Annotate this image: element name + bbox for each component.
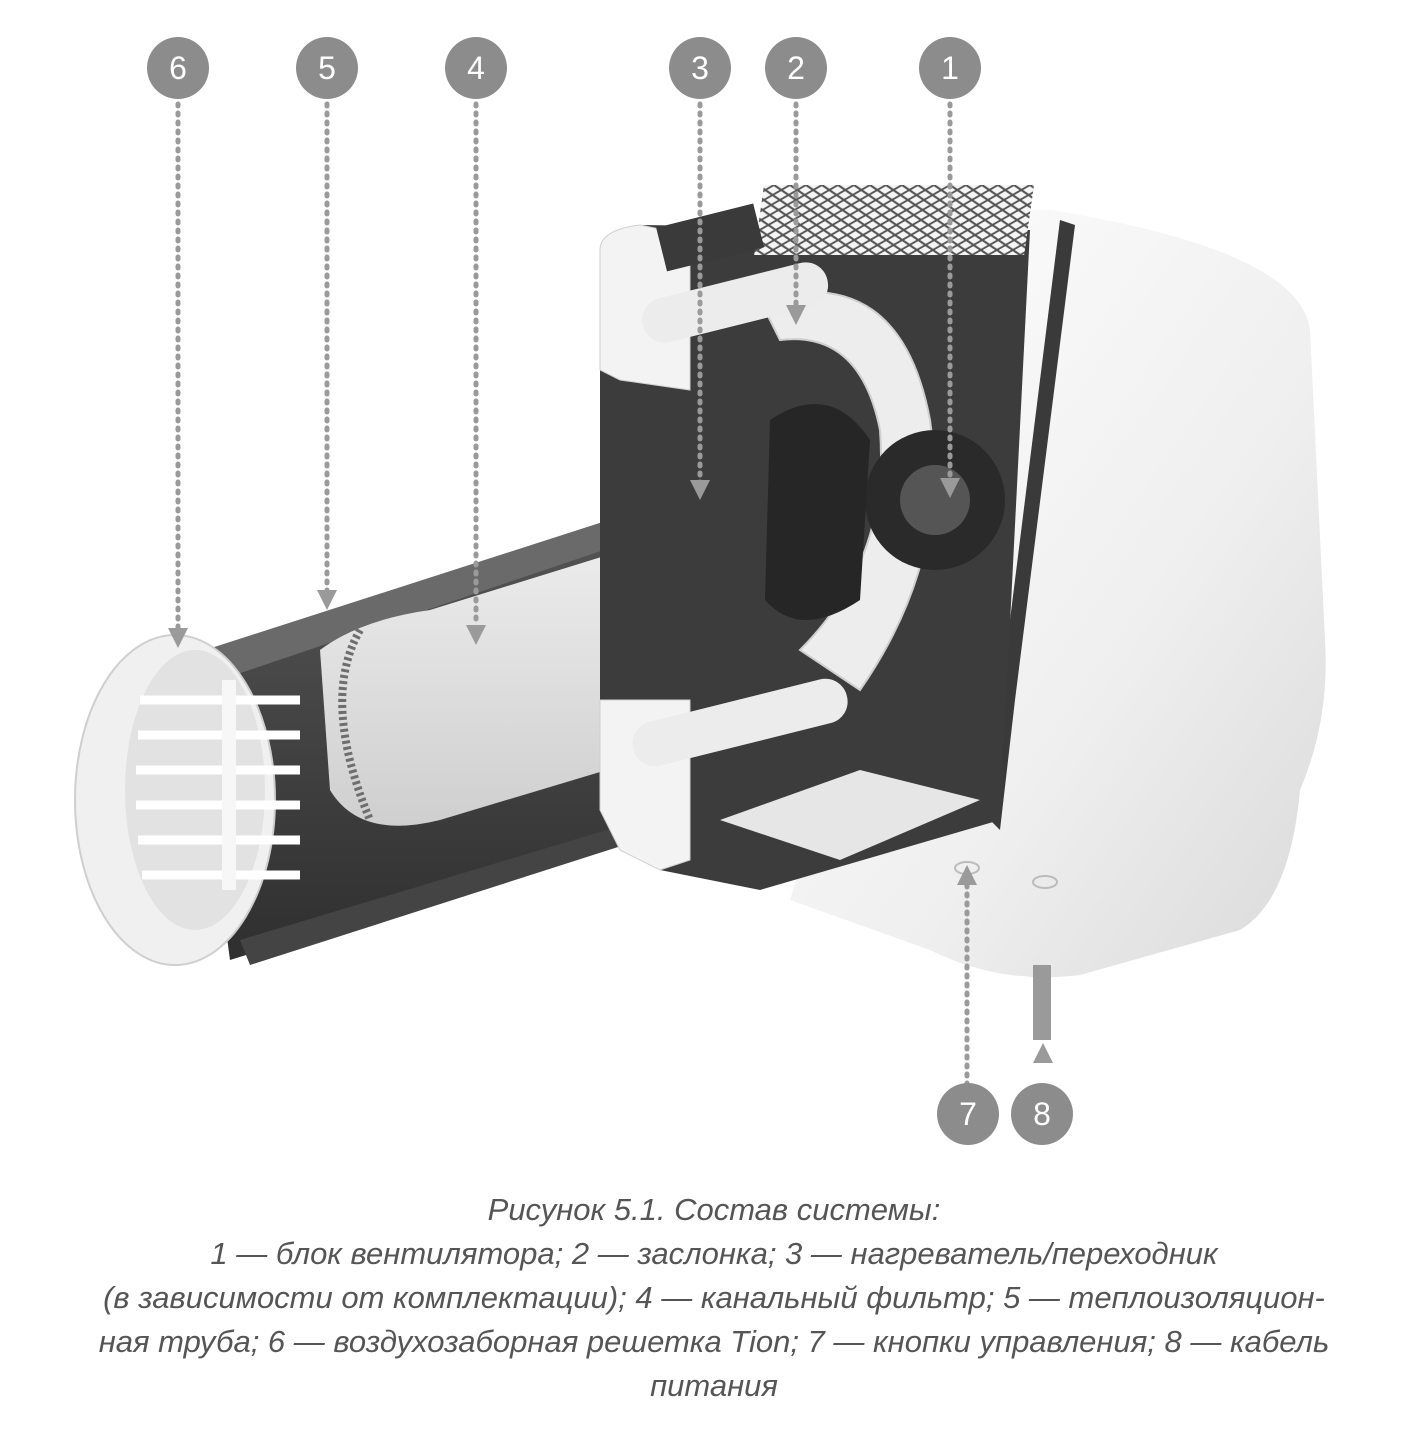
caption-line-2: 1 — блок вентилятора; 2 — заслонка; 3 — … [210, 1236, 1218, 1271]
caption-line-3: (в зависимости от комплектации); 4 — кан… [103, 1280, 1325, 1315]
arrow-5 [317, 590, 337, 610]
callout-badge-7: 7 [937, 1083, 999, 1145]
intake-grille [74, 634, 300, 966]
callout-badge-2: 2 [765, 37, 827, 99]
arrow-2 [786, 305, 806, 325]
callout-badge-8: 8 [1011, 1083, 1073, 1145]
arrow-1 [940, 478, 960, 498]
callout-number-4: 4 [467, 50, 485, 86]
heater-adapter [632, 203, 848, 767]
callout-number-8: 8 [1033, 1096, 1051, 1132]
callout-badge-5: 5 [296, 37, 358, 99]
caption-line-4: ная труба; 6 — воздухозаборная решетка T… [98, 1324, 1330, 1359]
callout-number-1: 1 [941, 50, 959, 86]
callout-badge-4: 4 [445, 37, 507, 99]
arrow-4 [466, 625, 486, 645]
callout-number-3: 3 [691, 50, 709, 86]
arrow-3 [690, 480, 710, 500]
callout-number-6: 6 [169, 50, 187, 86]
device-illustration: 6 5 4 3 2 1 7 8 [74, 37, 1326, 1145]
arrow-6 [168, 628, 188, 648]
channel-filter [320, 545, 640, 826]
damper [758, 291, 1005, 692]
caption-line-1: Рисунок 5.1. Состав системы: [487, 1192, 941, 1227]
arrow-7 [957, 865, 977, 885]
leader-lines [175, 101, 970, 1088]
callout-number-2: 2 [787, 50, 805, 86]
figure-caption: Рисунок 5.1. Состав системы: 1 — блок ве… [0, 1188, 1428, 1408]
breezer-cutaway-drawing [74, 101, 1326, 1088]
callout-badge-1: 1 [919, 37, 981, 99]
callout-number-7: 7 [959, 1096, 977, 1132]
caption-line-5: питания [650, 1368, 778, 1403]
callout-badge-6: 6 [147, 37, 209, 99]
leader-arrows [168, 305, 1053, 1063]
arrow-8 [1033, 1043, 1053, 1063]
callout-number-5: 5 [318, 50, 336, 86]
callout-badge-3: 3 [669, 37, 731, 99]
